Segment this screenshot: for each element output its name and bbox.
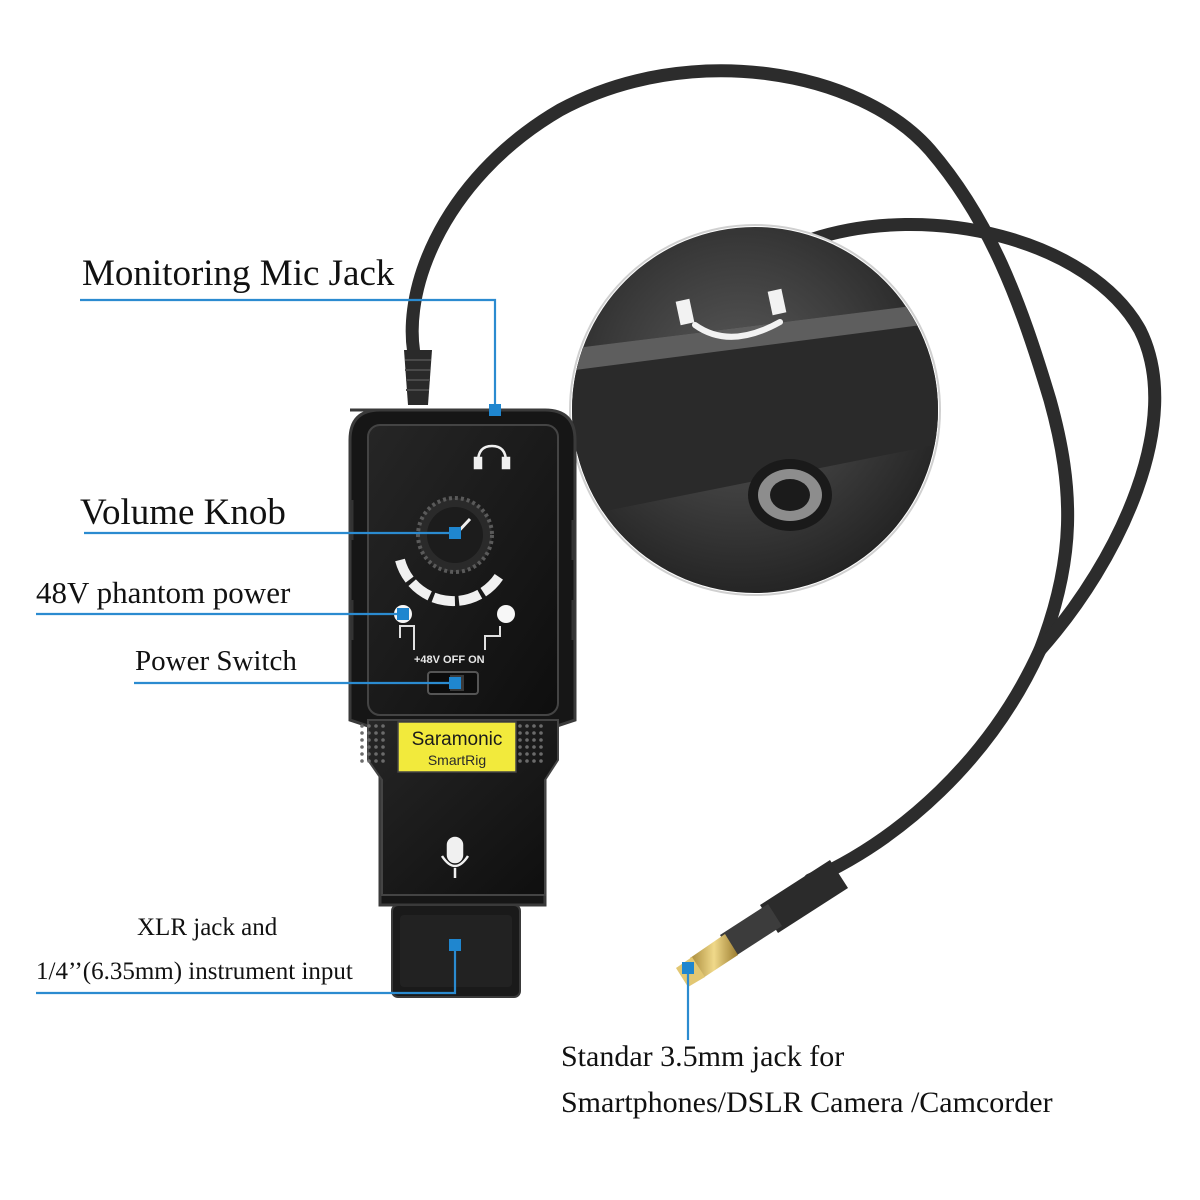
grille-dot xyxy=(525,759,529,763)
grille-dot xyxy=(539,752,543,756)
grille-dot xyxy=(539,731,543,735)
grille-dot xyxy=(532,752,536,756)
grille-dot xyxy=(360,738,364,742)
grille-dot xyxy=(532,731,536,735)
grille-dot xyxy=(381,752,385,756)
headphone-icon xyxy=(473,444,511,470)
speaker-grille xyxy=(360,724,543,763)
grille-dot xyxy=(374,731,378,735)
grille-dot xyxy=(532,724,536,728)
callout-jack-line1: Standar 3.5mm jack for xyxy=(561,1040,844,1073)
strain-relief-rings xyxy=(405,359,431,391)
grille-dot xyxy=(367,724,371,728)
grille-dot xyxy=(539,724,543,728)
grille-dot xyxy=(532,745,536,749)
grille-dot xyxy=(360,759,364,763)
grille-dot xyxy=(367,738,371,742)
grille-dot xyxy=(525,738,529,742)
zoom-detail xyxy=(569,224,941,596)
callout-jack-line2: Smartphones/DSLR Camera /Camcorder xyxy=(561,1086,1053,1119)
strain-relief xyxy=(404,350,432,405)
grille-dot xyxy=(518,745,522,749)
callout-xlr-line1: XLR jack and xyxy=(137,914,278,941)
grille-dot xyxy=(518,738,522,742)
grille-dot xyxy=(367,759,371,763)
grille-dot xyxy=(367,752,371,756)
brand-name: Saramonic xyxy=(412,729,503,750)
model-name: SmartRig xyxy=(428,752,486,768)
switch-legend: +48V OFF ON xyxy=(414,654,485,666)
grille-dot xyxy=(532,738,536,742)
grille-dot xyxy=(367,745,371,749)
grille-dot xyxy=(360,731,364,735)
grille-dot xyxy=(518,724,522,728)
grille-dot xyxy=(360,752,364,756)
grille-dot xyxy=(360,745,364,749)
grille-dot xyxy=(381,731,385,735)
callout-volume-knob: Volume Knob xyxy=(80,492,286,533)
callout-48v-phantom-power: 48V phantom power xyxy=(36,575,291,610)
grille-dot xyxy=(518,731,522,735)
grille-dot xyxy=(374,724,378,728)
grille-dot xyxy=(525,724,529,728)
grille-dot xyxy=(539,745,543,749)
grille-dot xyxy=(360,724,364,728)
grille-dot xyxy=(367,731,371,735)
grille-dot xyxy=(381,738,385,742)
grille-dot xyxy=(518,752,522,756)
grille-dot xyxy=(539,759,543,763)
callout-monitoring-mic-jack: Monitoring Mic Jack xyxy=(82,253,395,294)
zoom-headphone-icon xyxy=(692,319,783,340)
grille-dot xyxy=(532,759,536,763)
grille-dot xyxy=(525,745,529,749)
smartrig-device: +48V OFF ON Saramonic SmartRig xyxy=(348,408,577,998)
grille-dot xyxy=(381,724,385,728)
brand-badge: Saramonic SmartRig xyxy=(397,721,517,773)
grille-dot xyxy=(539,738,543,742)
grille-dot xyxy=(525,752,529,756)
audio-cable-loop xyxy=(803,218,1162,657)
grille-dot xyxy=(381,745,385,749)
grille-dot xyxy=(381,759,385,763)
callout-lines xyxy=(36,298,694,1040)
grille-dot xyxy=(374,759,378,763)
trrs-plug xyxy=(676,860,848,987)
microphone-icon xyxy=(440,836,470,878)
grille-dot xyxy=(374,752,378,756)
grille-dot xyxy=(525,731,529,735)
power-led xyxy=(497,605,515,623)
grille-dot xyxy=(518,759,522,763)
grille-dot xyxy=(374,745,378,749)
grille-dot xyxy=(374,738,378,742)
callout-xlr-line2: 1/4’’(6.35mm) instrument input xyxy=(36,958,353,985)
callout-power-switch: Power Switch xyxy=(135,645,297,677)
